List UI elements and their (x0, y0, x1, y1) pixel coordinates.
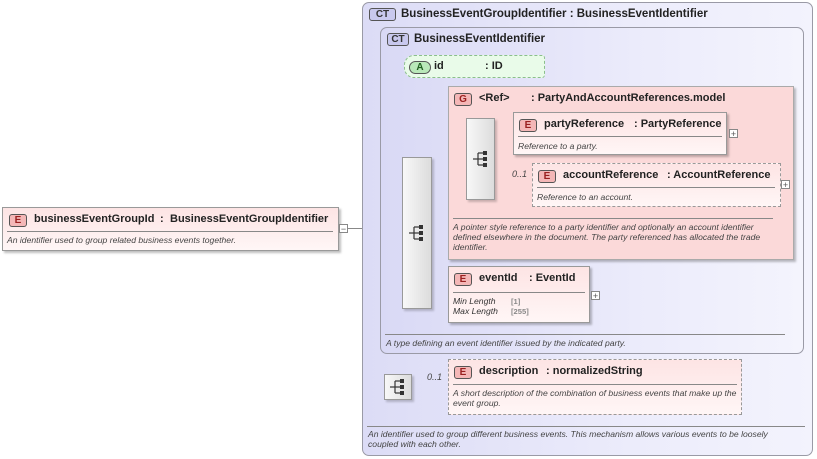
sequence-compositor[interactable] (384, 374, 412, 400)
description-element-box[interactable]: E description : normalizedString A short… (448, 359, 742, 415)
facet-label: Max Length (453, 306, 498, 316)
party-reference-box[interactable]: E partyReference : PartyReference Refere… (513, 112, 727, 155)
divider (518, 136, 722, 137)
inner-complex-type-title: BusinessEventIdentifier (414, 33, 546, 45)
sequence-compositor[interactable] (402, 157, 432, 309)
group-ref-type: : PartyAndAccountReferences.model (531, 92, 726, 104)
description-element-description: A short description of the combination o… (453, 388, 737, 408)
root-element-name: businessEventGroupId (34, 213, 155, 225)
event-id-type: : EventId (529, 272, 576, 284)
outer-complex-type-description: An identifier used to group different bu… (368, 429, 768, 449)
facet-value: [255] (511, 307, 529, 316)
description-element-type: : normalizedString (546, 365, 643, 377)
sequence-icon (472, 151, 487, 167)
expand-toggle[interactable]: + (591, 291, 600, 301)
collapse-toggle[interactable]: − (339, 224, 348, 234)
element-badge: E (519, 119, 537, 132)
account-reference-name: accountReference (563, 169, 659, 181)
attribute-name: id (434, 60, 444, 72)
account-reference-cardinality: 0..1 (512, 169, 528, 179)
party-reference-type: : PartyReference (634, 118, 722, 130)
attribute-badge: A (409, 61, 431, 74)
group-ref-name: <Ref> (479, 92, 510, 104)
event-id-name: eventId (479, 272, 518, 284)
party-reference-name: partyReference (544, 118, 625, 130)
divider (367, 426, 805, 427)
group-ref-description: A pointer style reference to a party ide… (453, 222, 761, 252)
divider (7, 231, 333, 232)
account-reference-description: Reference to an account. (537, 192, 634, 202)
divider (385, 334, 785, 335)
complex-type-badge: CT (387, 33, 409, 46)
group-badge: G (454, 93, 472, 106)
divider (453, 218, 773, 219)
attribute-id-box[interactable]: A id : ID (404, 55, 545, 78)
sequence-compositor[interactable] (466, 118, 495, 200)
root-element-description: An identifier used to group related busi… (7, 235, 236, 245)
element-badge: E (454, 366, 472, 379)
account-reference-box[interactable]: E accountReference : AccountReference Re… (532, 163, 781, 207)
event-id-box[interactable]: E eventId : EventId Min Length [1] Max L… (448, 266, 590, 323)
root-element-sep: : (160, 213, 164, 225)
sequence-icon (409, 225, 423, 241)
description-element-name: description (479, 365, 539, 377)
element-badge: E (538, 170, 556, 183)
expand-toggle[interactable]: + (781, 180, 790, 190)
element-badge: E (9, 214, 27, 227)
root-element-type: BusinessEventGroupIdentifier (170, 213, 329, 225)
element-badge: E (454, 273, 472, 286)
inner-complex-type-description: A type defining an event identifier issu… (386, 338, 626, 348)
complex-type-badge: CT (369, 8, 396, 21)
account-reference-type: : AccountReference (667, 169, 771, 181)
divider (453, 384, 737, 385)
connector-root-h (340, 228, 370, 229)
root-element-box[interactable]: E businessEventGroupId : BusinessEventGr… (2, 207, 339, 251)
party-reference-description: Reference to a party. (518, 141, 598, 151)
outer-complex-type-title: BusinessEventGroupIdentifier : BusinessE… (401, 8, 708, 20)
facet-value: [1] (511, 297, 521, 306)
sequence-icon (390, 379, 404, 395)
divider (537, 187, 775, 188)
facet-label: Min Length (453, 296, 496, 306)
expand-toggle[interactable]: + (729, 129, 738, 139)
attribute-type: : ID (485, 60, 503, 72)
divider (453, 292, 585, 293)
description-cardinality: 0..1 (427, 372, 443, 382)
